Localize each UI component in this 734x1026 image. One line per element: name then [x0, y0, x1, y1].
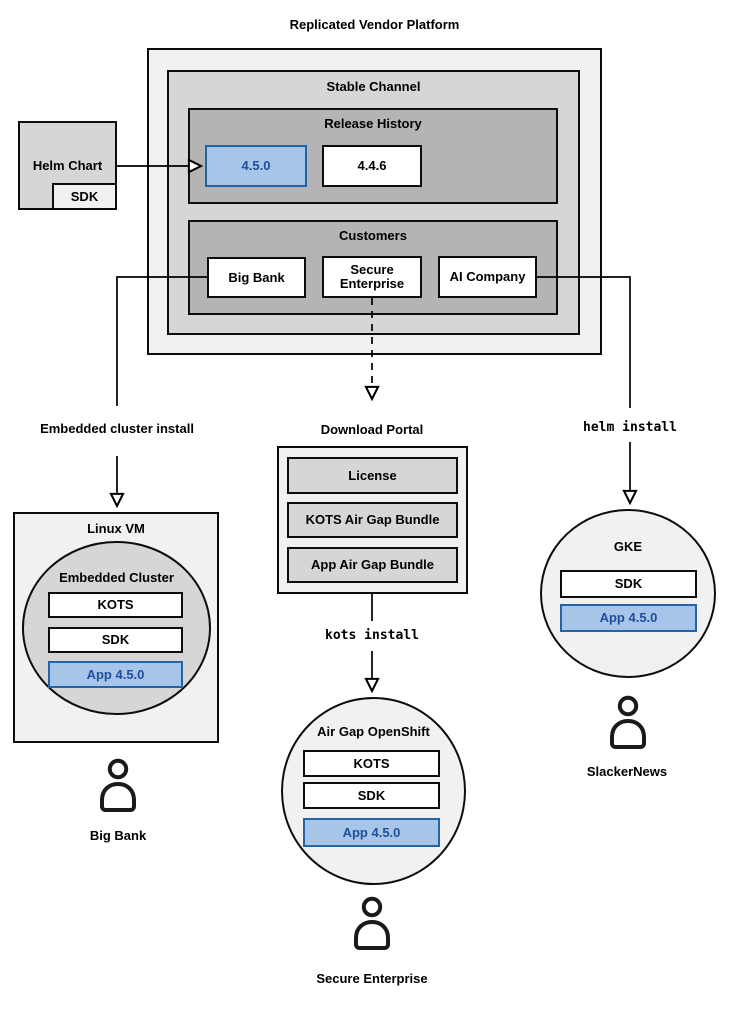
release-node-4-5-0: 4.5.0: [205, 145, 307, 187]
embedded-cluster-kots-node: KOTS: [48, 592, 183, 618]
slackernews-user-label: SlackerNews: [586, 764, 668, 779]
stable-channel-label: Stable Channel: [326, 78, 421, 94]
portal-kots-bundle-node: KOTS Air Gap Bundle: [287, 502, 458, 538]
customer-node-secure-enterprise: Secure Enterprise: [322, 256, 422, 298]
openshift-kots-node: KOTS: [303, 750, 440, 777]
openshift-sdk-node: SDK: [303, 782, 440, 809]
download-portal-label: Download Portal: [320, 421, 424, 437]
customer-node-big-bank: Big Bank: [207, 257, 306, 298]
helm-chart-sdk-node: SDK: [52, 183, 117, 210]
diagram-title: Replicated Vendor Platform: [289, 16, 460, 32]
release-node-4-4-6: 4.4.6: [322, 145, 422, 187]
slackernews-person-icon: [604, 693, 652, 753]
customers-label: Customers: [339, 227, 407, 243]
air-gap-openshift-label: Air Gap OpenShift: [317, 723, 430, 739]
secure-enterprise-person-icon: [348, 894, 396, 954]
secure-enterprise-user-label: Secure Enterprise: [316, 970, 428, 986]
big-bank-person-icon: [94, 756, 142, 816]
gke-app-node: App 4.5.0: [560, 604, 697, 632]
big-bank-user-label: Big Bank: [89, 828, 147, 843]
release-history-label: Release History: [324, 115, 422, 131]
portal-license-node: License: [287, 457, 458, 494]
embedded-cluster-app-node: App 4.5.0: [48, 661, 183, 688]
gke-label: GKE: [613, 538, 643, 554]
gke-sdk-node: SDK: [560, 570, 697, 598]
helm-chart-label: Helm Chart: [32, 158, 103, 173]
embedded-cluster-sdk-node: SDK: [48, 627, 183, 653]
embedded-cluster-label: Embedded Cluster: [59, 569, 174, 585]
openshift-app-node: App 4.5.0: [303, 818, 440, 847]
linux-vm-label: Linux VM: [87, 520, 145, 536]
portal-app-bundle-node: App Air Gap Bundle: [287, 547, 458, 583]
edge-label-helm-install: helm install: [583, 419, 677, 435]
customer-node-ai-company: AI Company: [438, 256, 537, 298]
edge-label-kots-install: kots install: [325, 627, 419, 643]
edge-label-embedded-cluster-install: Embedded cluster install: [40, 420, 194, 436]
